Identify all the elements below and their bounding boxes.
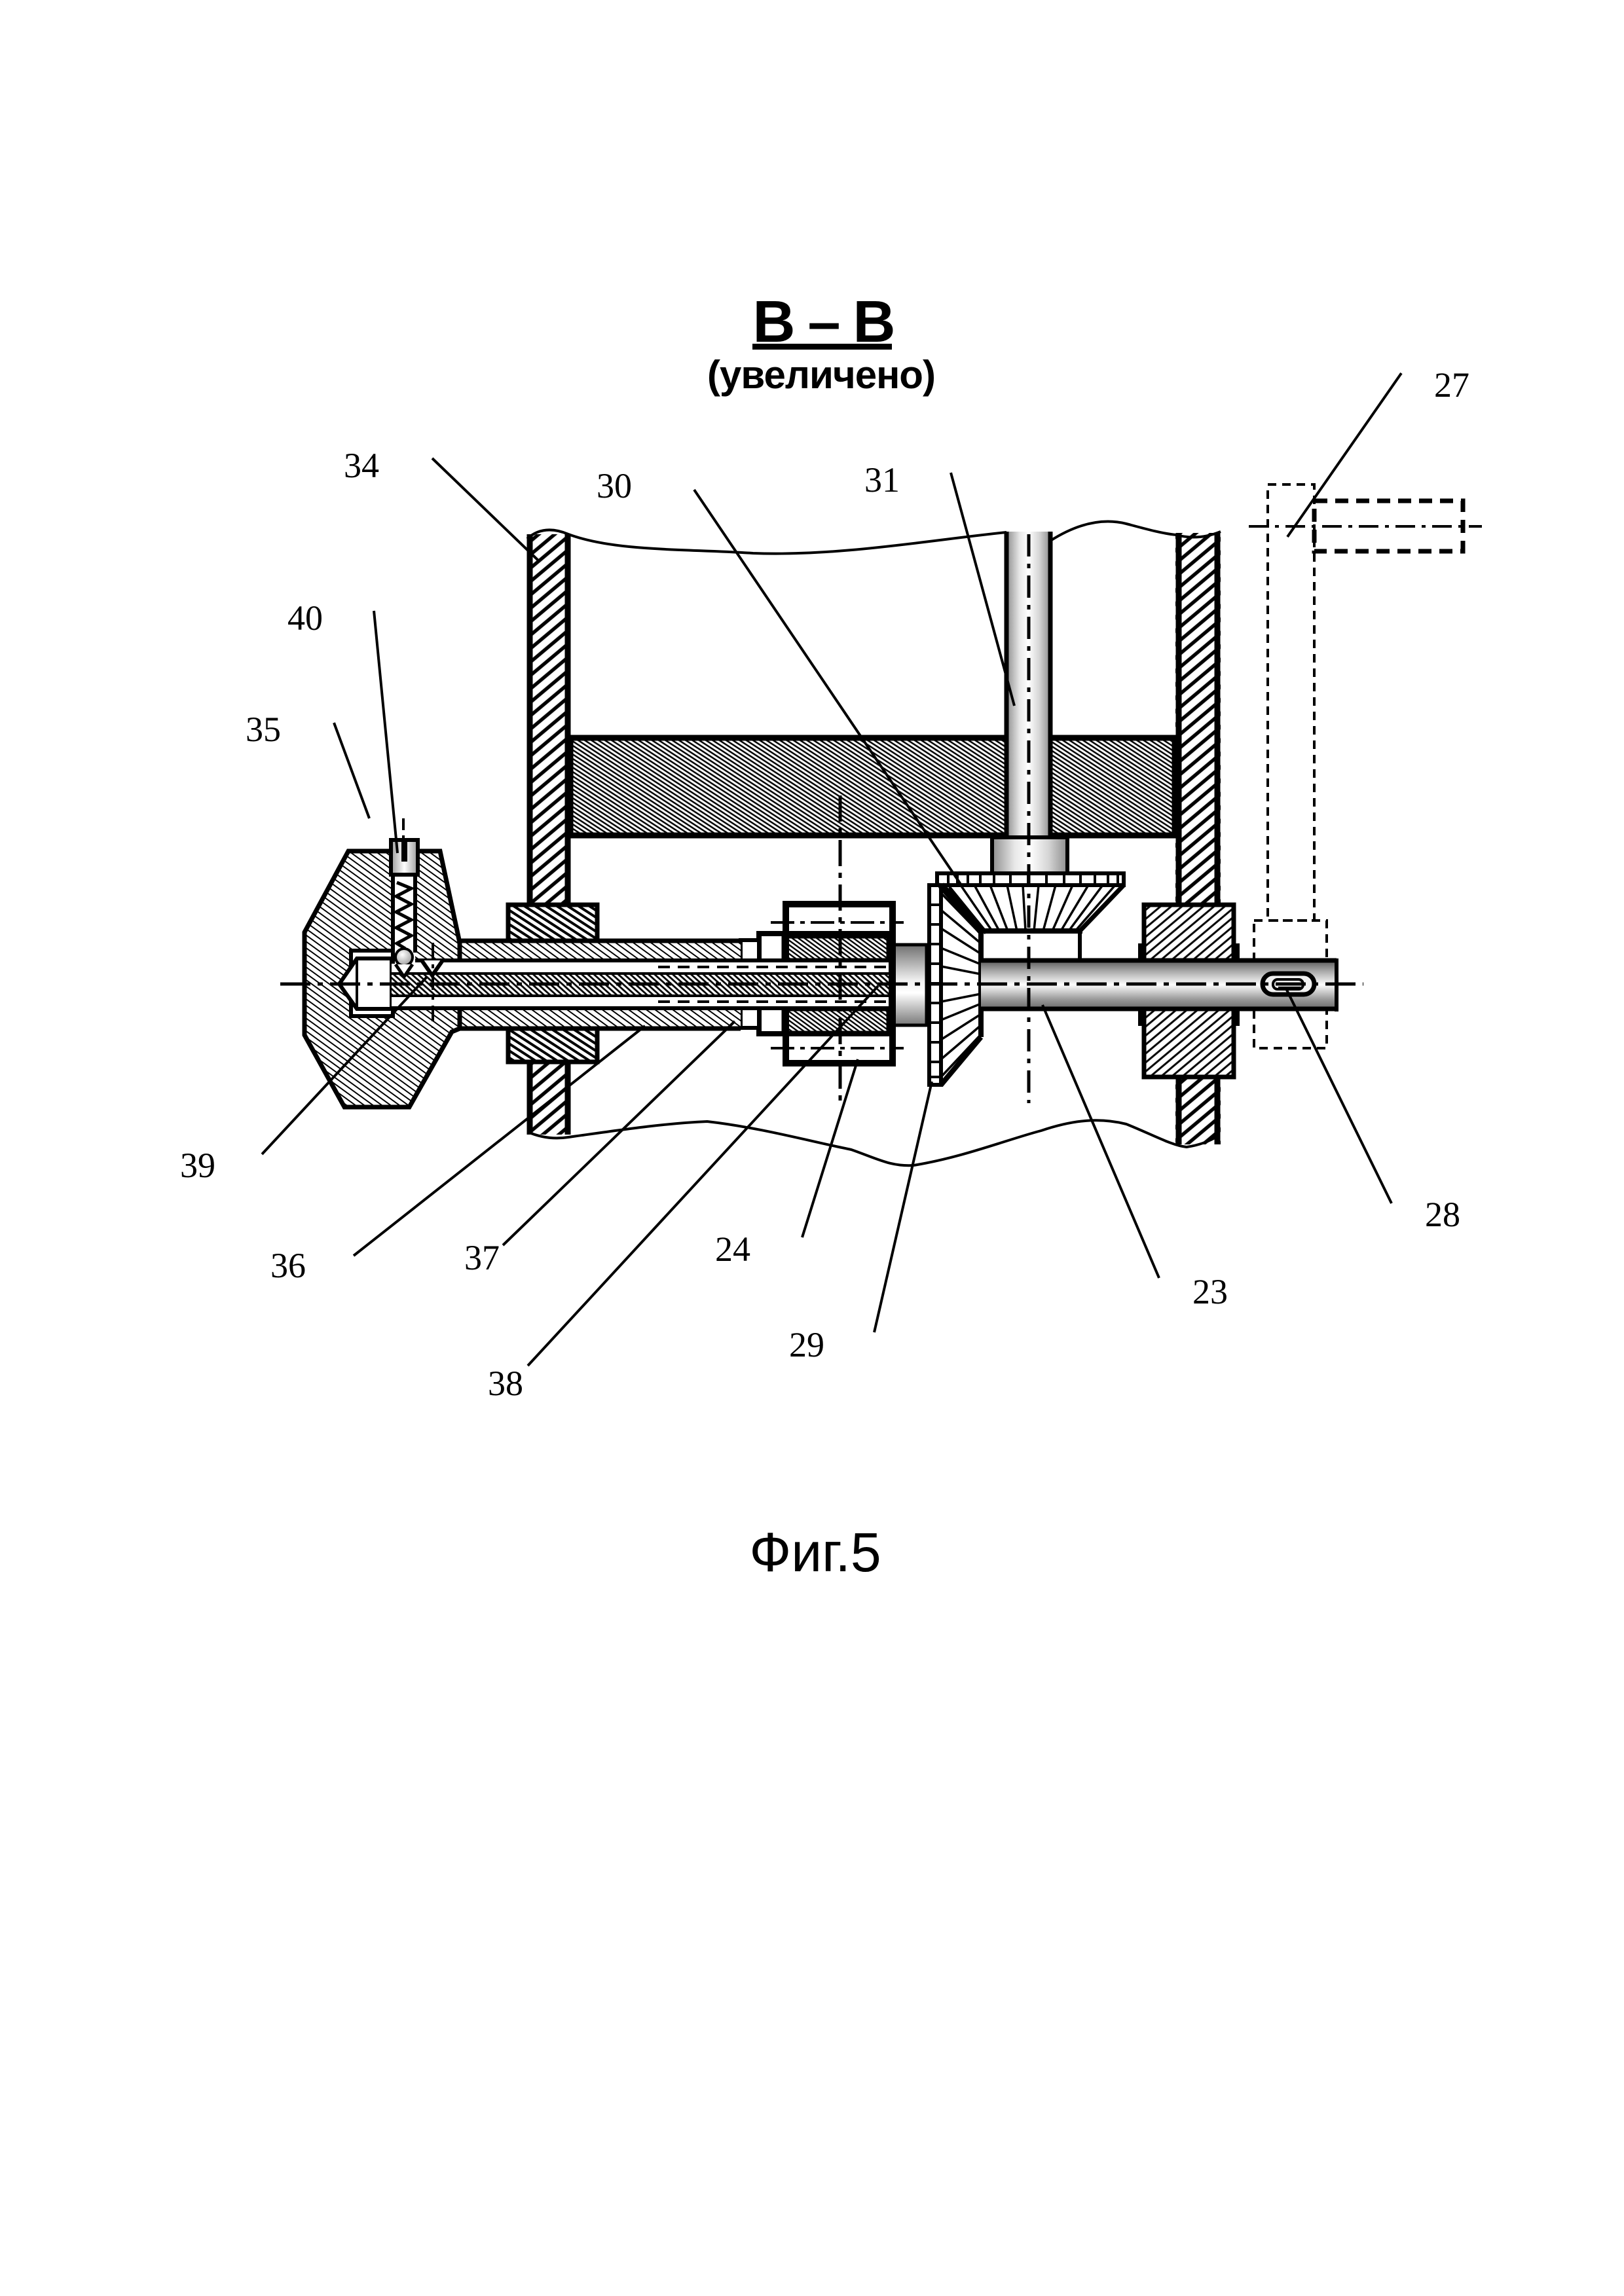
svg-text:Фиг.5: Фиг.5 — [749, 1522, 881, 1583]
svg-text:37: 37 — [464, 1238, 500, 1277]
svg-text:29: 29 — [789, 1325, 824, 1364]
svg-text:31: 31 — [864, 460, 900, 500]
svg-text:23: 23 — [1192, 1272, 1228, 1311]
svg-text:30: 30 — [597, 466, 632, 505]
svg-text:(увеличено): (увеличено) — [707, 353, 935, 397]
svg-text:35: 35 — [246, 710, 281, 749]
svg-text:24: 24 — [715, 1230, 750, 1269]
svg-text:39: 39 — [180, 1146, 215, 1185]
svg-text:28: 28 — [1425, 1195, 1460, 1234]
svg-text:36: 36 — [270, 1246, 306, 1285]
svg-text:38: 38 — [488, 1364, 523, 1403]
svg-text:27: 27 — [1434, 365, 1469, 405]
svg-text:40: 40 — [287, 598, 323, 638]
svg-text:34: 34 — [344, 446, 379, 485]
